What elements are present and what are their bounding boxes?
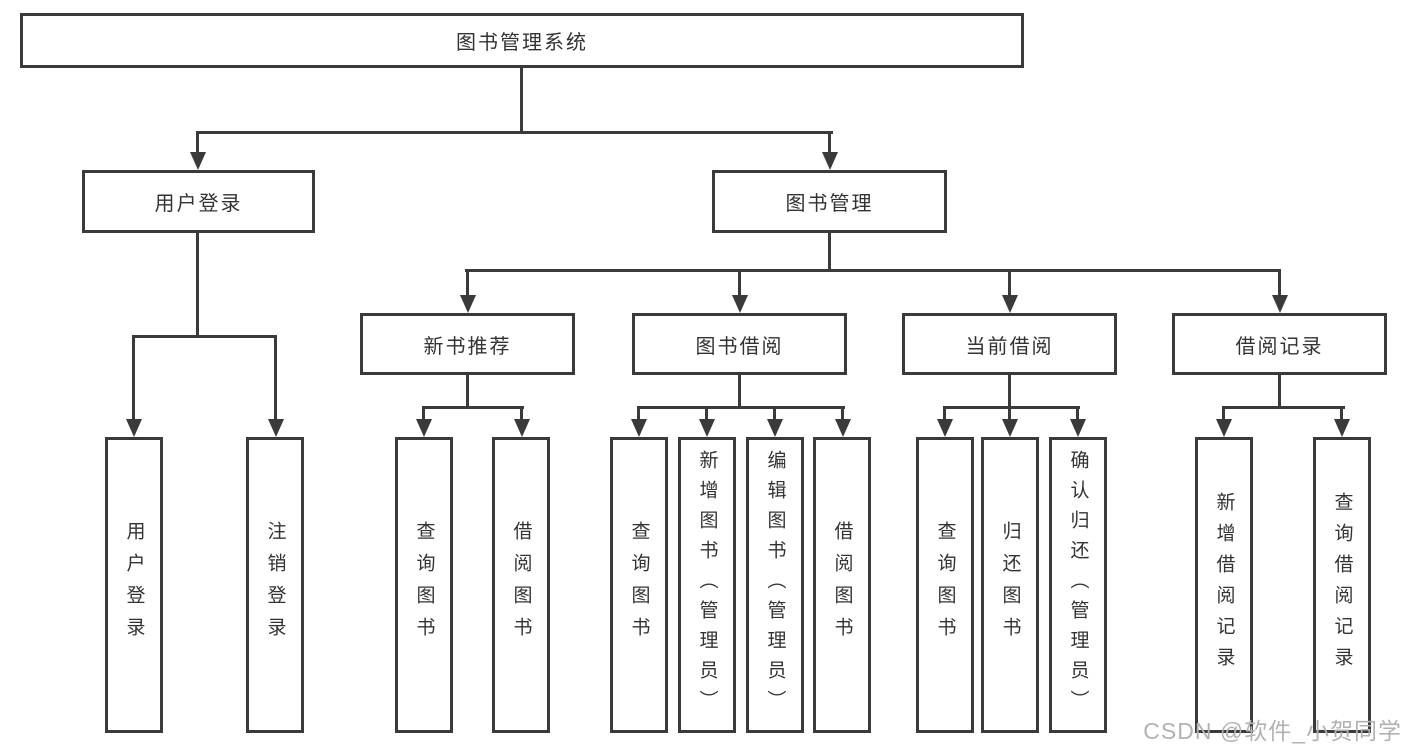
node-label: 借阅图书 bbox=[510, 521, 532, 649]
connector-line bbox=[520, 406, 523, 422]
connector-line bbox=[466, 373, 469, 409]
node-label: 图书借阅 bbox=[695, 335, 784, 358]
node-borrowing-records: 借阅记录 bbox=[1172, 313, 1387, 375]
connector-line bbox=[422, 406, 425, 422]
node-user-login: 用户登录 bbox=[82, 170, 315, 233]
node-label: 用户登录 bbox=[123, 521, 145, 649]
node-label: 图书管理 bbox=[785, 193, 874, 215]
connector-line bbox=[196, 131, 199, 155]
node-user-login-leaf: 用户登录 bbox=[105, 437, 163, 733]
node-label: 查询借阅记录 bbox=[1331, 492, 1353, 678]
arrow-down-icon bbox=[699, 419, 715, 437]
connector-line bbox=[466, 269, 469, 297]
arrow-down-icon bbox=[631, 419, 647, 437]
node-book-management: 图书管理 bbox=[712, 170, 947, 233]
node-label: 查询图书 bbox=[628, 521, 650, 649]
node-add-book-admin: 新增图书（管理员） bbox=[678, 437, 736, 733]
arrow-down-icon bbox=[1272, 295, 1288, 313]
arrow-down-icon bbox=[416, 419, 432, 437]
node-borrow-books-recommend: 借阅图书 bbox=[492, 437, 550, 733]
connector-line bbox=[1222, 406, 1225, 422]
connector-line bbox=[943, 406, 1080, 409]
connector-line bbox=[705, 406, 708, 422]
node-label: 注销登录 bbox=[264, 521, 286, 649]
connector-line bbox=[637, 406, 640, 422]
node-label: 新增借阅记录 bbox=[1213, 492, 1235, 678]
node-query-books-current: 查询图书 bbox=[916, 437, 974, 733]
arrow-down-icon bbox=[1334, 419, 1350, 437]
connector-line bbox=[841, 406, 844, 422]
connector-line bbox=[773, 406, 776, 422]
node-query-books-recommend: 查询图书 bbox=[395, 437, 453, 733]
node-book-borrowing: 图书借阅 bbox=[632, 313, 847, 375]
node-confirm-return-admin: 确认归还（管理员） bbox=[1049, 437, 1107, 733]
connector-line bbox=[196, 131, 833, 134]
node-label: 新增图书（管理员） bbox=[696, 450, 718, 720]
connector-line bbox=[1076, 406, 1079, 422]
node-edit-book-admin: 编辑图书（管理员） bbox=[746, 437, 804, 733]
arrow-down-icon bbox=[767, 419, 783, 437]
connector-line bbox=[828, 230, 831, 272]
node-current-borrowing: 当前借阅 bbox=[902, 313, 1117, 375]
connector-line bbox=[196, 231, 199, 338]
connector-line bbox=[1340, 406, 1343, 422]
node-label: 归还图书 bbox=[999, 521, 1021, 649]
connector-line bbox=[637, 406, 845, 409]
connector-line bbox=[1008, 406, 1011, 422]
node-query-books-borrowing: 查询图书 bbox=[610, 437, 668, 733]
node-label: 用户登录 bbox=[154, 193, 243, 215]
node-borrow-books-leaf: 借阅图书 bbox=[813, 437, 871, 733]
arrow-down-icon bbox=[1002, 295, 1018, 313]
node-label: 确认归还（管理员） bbox=[1067, 450, 1089, 720]
node-label: 借阅记录 bbox=[1235, 335, 1324, 358]
connector-line bbox=[1278, 373, 1281, 409]
node-label: 借阅图书 bbox=[831, 521, 853, 649]
arrow-down-icon bbox=[514, 419, 530, 437]
connector-line bbox=[738, 269, 741, 297]
arrow-down-icon bbox=[732, 295, 748, 313]
node-add-borrow-record: 新增借阅记录 bbox=[1195, 437, 1253, 733]
arrow-down-icon bbox=[460, 295, 476, 313]
arrow-down-icon bbox=[937, 419, 953, 437]
arrow-down-icon bbox=[126, 419, 142, 437]
arrow-down-icon bbox=[1070, 419, 1086, 437]
arrow-down-icon bbox=[822, 152, 838, 170]
node-library-management-system: 图书管理系统 bbox=[20, 13, 1024, 68]
connector-line bbox=[465, 269, 1281, 272]
connector-line bbox=[1008, 269, 1011, 297]
connector-line bbox=[520, 66, 523, 134]
arrow-down-icon bbox=[835, 419, 851, 437]
watermark-text: CSDN @软件_小贺同学 bbox=[1143, 718, 1402, 744]
arrow-down-icon bbox=[1216, 419, 1232, 437]
arrow-down-icon bbox=[268, 419, 284, 437]
connector-line bbox=[738, 373, 741, 409]
node-label: 新书推荐 bbox=[423, 335, 512, 358]
node-label: 当前借阅 bbox=[965, 335, 1054, 358]
node-label: 图书管理系统 bbox=[456, 32, 588, 54]
connector-line bbox=[1008, 373, 1011, 409]
node-return-book: 归还图书 bbox=[981, 437, 1039, 733]
node-label: 编辑图书（管理员） bbox=[764, 450, 786, 720]
node-new-book-recommendation: 新书推荐 bbox=[360, 313, 575, 375]
connector-line bbox=[1278, 269, 1281, 297]
connector-line bbox=[422, 406, 524, 409]
connector-line bbox=[132, 335, 135, 421]
arrow-down-icon bbox=[1002, 419, 1018, 437]
connector-line bbox=[943, 406, 946, 422]
arrow-down-icon bbox=[190, 152, 206, 170]
node-label: 查询图书 bbox=[413, 521, 435, 649]
connector-line bbox=[274, 335, 277, 421]
node-query-borrow-record: 查询借阅记录 bbox=[1313, 437, 1371, 733]
node-label: 查询图书 bbox=[934, 521, 956, 649]
connector-line bbox=[1222, 406, 1345, 409]
node-logout: 注销登录 bbox=[246, 437, 304, 733]
connector-line bbox=[828, 131, 831, 155]
connector-line bbox=[132, 335, 277, 338]
